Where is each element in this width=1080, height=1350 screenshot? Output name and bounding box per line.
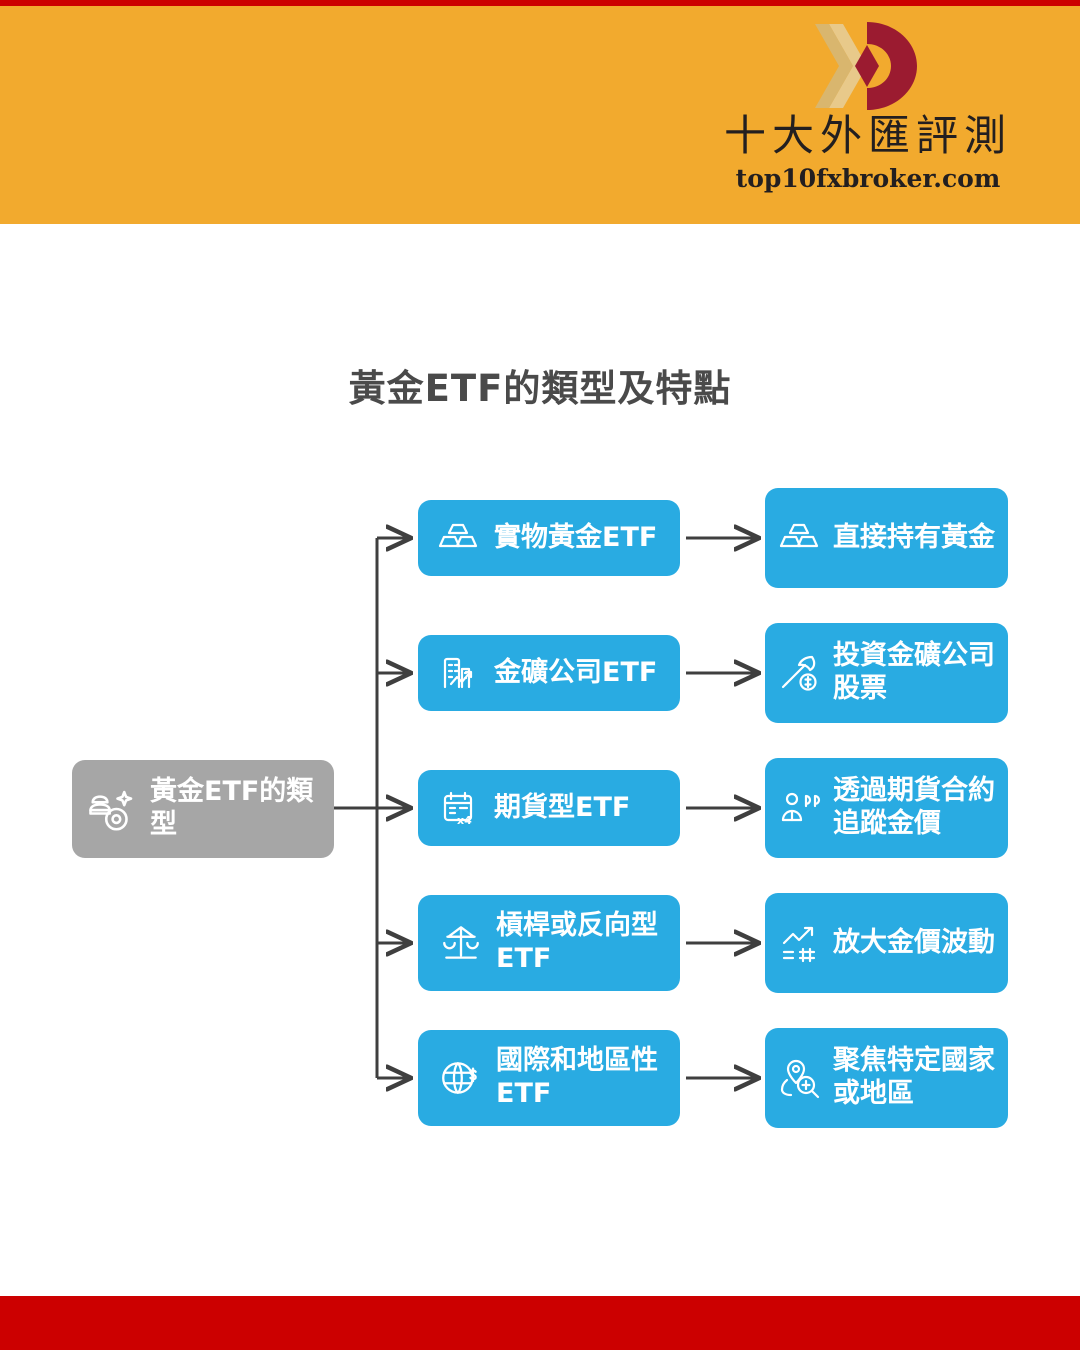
type-node-gold-miner-etf[interactable]: 金礦公司ETF	[418, 635, 680, 711]
location-search-icon	[779, 1056, 823, 1100]
feature-node-label: 透過期貨合約追蹤金價	[833, 775, 995, 839]
type-node-physical-gold-etf[interactable]: 實物黃金ETF	[418, 500, 680, 576]
type-node-label: 槓桿或反向型ETF	[496, 910, 658, 974]
globe-currency-icon	[438, 1055, 484, 1101]
feature-node-label: 聚焦特定國家或地區	[833, 1045, 995, 1109]
feature-node-focus-country-region[interactable]: 聚焦特定國家或地區	[765, 1028, 1008, 1128]
futures-contract-tracking-icon	[779, 786, 823, 830]
amplified-chart-icon	[779, 921, 823, 965]
futures-calendar-x4-icon: x4	[438, 786, 482, 830]
page-title: 黃金ETF的類型及特點	[348, 367, 732, 410]
type-node-leveraged-inverse-etf[interactable]: 槓桿或反向型ETF	[418, 895, 680, 991]
feature-node-track-gold-via-futures[interactable]: 透過期貨合約追蹤金價	[765, 758, 1008, 858]
svg-text:x4: x4	[457, 814, 472, 827]
type-node-label: 期貨型ETF	[494, 791, 631, 823]
type-node-futures-etf[interactable]: x4 期貨型ETF	[418, 770, 680, 846]
type-node-international-regional-etf[interactable]: 國際和地區性ETF	[418, 1030, 680, 1126]
top-accent-stripe	[0, 0, 1080, 6]
type-node-label: 國際和地區性ETF	[496, 1045, 658, 1109]
feature-node-label: 投資金礦公司股票	[833, 640, 995, 704]
root-node-label: 黃金ETF的類型	[150, 776, 314, 840]
feature-node-invest-miner-stocks[interactable]: 投資金礦公司股票	[765, 623, 1008, 723]
feature-node-label: 直接持有黃金	[833, 521, 995, 553]
brand-url: top10fxbroker.com	[735, 164, 1001, 194]
type-node-label: 金礦公司ETF	[494, 656, 658, 688]
pickaxe-coin-icon	[779, 651, 823, 695]
gold-bars-icon	[779, 516, 823, 560]
feature-node-direct-gold-holding[interactable]: 直接持有黃金	[765, 488, 1008, 588]
type-node-label: 實物黃金ETF	[494, 521, 658, 553]
gold-bars-icon	[438, 516, 482, 560]
header-banner: 十大外匯評測 top10fxbroker.com	[0, 6, 1080, 224]
brand-name: 十大外匯評測	[723, 111, 1012, 160]
leverage-scales-icon	[438, 920, 484, 966]
feature-node-amplify-gold-volatility[interactable]: 放大金價波動	[765, 893, 1008, 993]
mining-company-growth-icon	[438, 651, 482, 695]
brand-block: 十大外匯評測 top10fxbroker.com	[718, 20, 1018, 193]
feature-node-label: 放大金價波動	[833, 926, 995, 958]
bottom-accent-bar	[0, 1296, 1080, 1350]
chevron-diamond-logo-icon	[815, 22, 917, 110]
root-node-gold-etf-types[interactable]: 黃金ETF的類型	[72, 760, 334, 858]
gold-coins-sparkle-icon	[86, 782, 140, 836]
